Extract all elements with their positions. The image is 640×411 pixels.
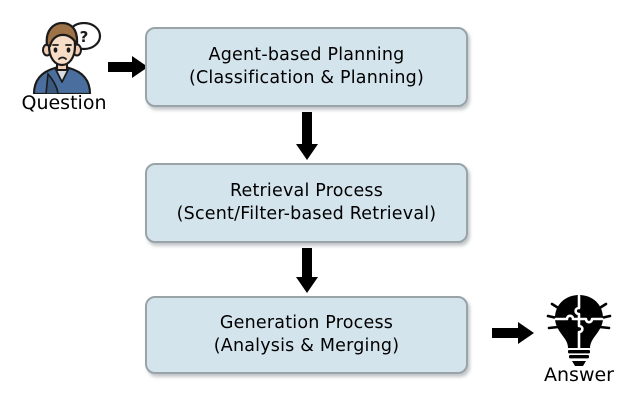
arrow-shaft (492, 328, 520, 338)
process-title: Generation Process (219, 312, 394, 333)
arrow-retrieval-to-generation (296, 248, 318, 293)
arrow-shaft (302, 112, 312, 144)
question-label: Question (21, 92, 107, 114)
process-subtitle: (Classification & Planning) (188, 68, 424, 88)
process-box-generation[interactable]: Generation Process (Analysis & Merging) (145, 296, 468, 374)
process-box-retrieval[interactable]: Retrieval Process (Scent/Filter-based Re… (145, 163, 468, 243)
lightbulb-puzzle-icon (540, 288, 618, 366)
process-box-planning[interactable]: Agent-based Planning (Classification & P… (145, 27, 468, 107)
process-subtitle: (Analysis & Merging) (213, 336, 400, 356)
process-title: Agent-based Planning (208, 44, 405, 65)
answer-output-group: Answer (528, 288, 630, 400)
answer-label: Answer (544, 364, 614, 386)
arrow-question-to-planning (108, 56, 148, 78)
arrow-head (132, 56, 148, 78)
person-thinking-icon: ? (24, 21, 110, 96)
process-title: Retrieval Process (229, 180, 384, 201)
arrow-head (296, 277, 318, 293)
arrow-shaft (108, 62, 134, 72)
arrow-generation-to-answer (492, 322, 534, 344)
process-subtitle: (Scent/Filter-based Retrieval) (176, 204, 437, 224)
arrow-head (296, 144, 318, 160)
question-input-group: ? Question (12, 21, 112, 122)
arrow-head (518, 322, 534, 344)
arrow-planning-to-retrieval (296, 112, 318, 160)
arrow-shaft (302, 248, 312, 277)
svg-text:?: ? (80, 28, 89, 46)
